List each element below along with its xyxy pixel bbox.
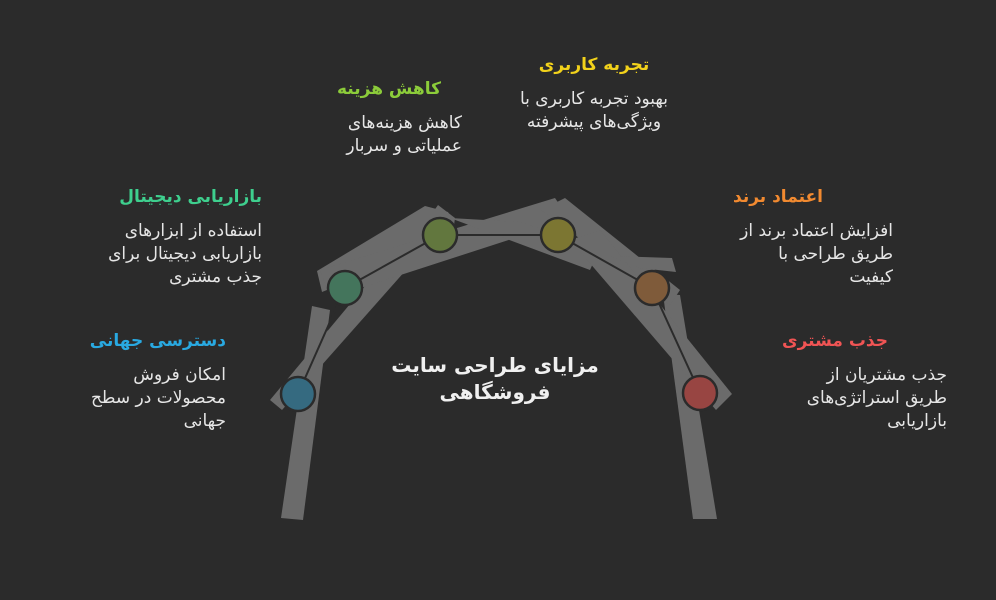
label-title: اعتماد برند <box>733 187 823 207</box>
label-title: کاهش هزینه <box>336 79 441 99</box>
node-customer-acquisition[interactable] <box>681 374 719 412</box>
label-description: افزایش اعتماد برند از طریق طراحی با کیفی… <box>740 221 893 287</box>
label-user-experience: تجربه کاربری بهبود تجربه کاربری با ویژگی… <box>514 54 674 134</box>
label-description: امکان فروش محصولات در سطح جهانی <box>90 365 226 431</box>
label-customer-acquisition: جذب مشتری جذب مشتریان از طریق استراتژی‌ه… <box>782 330 947 433</box>
label-global-access: دسترسی جهانی امکان فروش محصولات در سطح ج… <box>66 330 226 433</box>
node-cost-reduction[interactable] <box>421 216 459 254</box>
label-cost-reduction: کاهش هزینه کاهش هزینه‌های عملیاتی و سربا… <box>312 78 462 158</box>
label-title: تجربه کاربری <box>538 55 650 75</box>
label-title: بازاریابی دیجیتال <box>119 187 262 207</box>
label-description: کاهش هزینه‌های عملیاتی و سربار <box>346 113 462 156</box>
beam-right-diagonal <box>570 230 732 410</box>
node-digital-marketing[interactable] <box>326 269 364 307</box>
label-brand-trust: اعتماد برند افزایش اعتماد برند از طریق ط… <box>733 186 893 289</box>
node-brand-trust[interactable] <box>633 269 671 307</box>
beam-right-wedge <box>450 218 600 270</box>
label-title: دسترسی جهانی <box>89 331 226 351</box>
label-title: جذب مشتری <box>782 331 888 351</box>
label-description: جذب مشتریان از طریق استراتژی‌های بازاریا… <box>806 365 947 431</box>
node-user-experience[interactable] <box>539 216 577 254</box>
label-description: استفاده از ابزارهای بازاریابی دیجیتال بر… <box>108 221 262 287</box>
connector-line <box>297 287 346 395</box>
connector-line <box>651 287 701 394</box>
beam-left-diagonal <box>270 256 406 410</box>
node-global-access[interactable] <box>279 375 317 413</box>
label-digital-marketing: بازاریابی دیجیتال استفاده از ابزارهای با… <box>92 186 262 289</box>
diagram-center-title: مزایای طراحی سایت فروشگاهی <box>391 353 599 404</box>
beam-right-brown-wedge <box>610 256 676 272</box>
label-description: بهبود تجربه کاربری با ویژگی‌های پیشرفته <box>519 89 668 132</box>
